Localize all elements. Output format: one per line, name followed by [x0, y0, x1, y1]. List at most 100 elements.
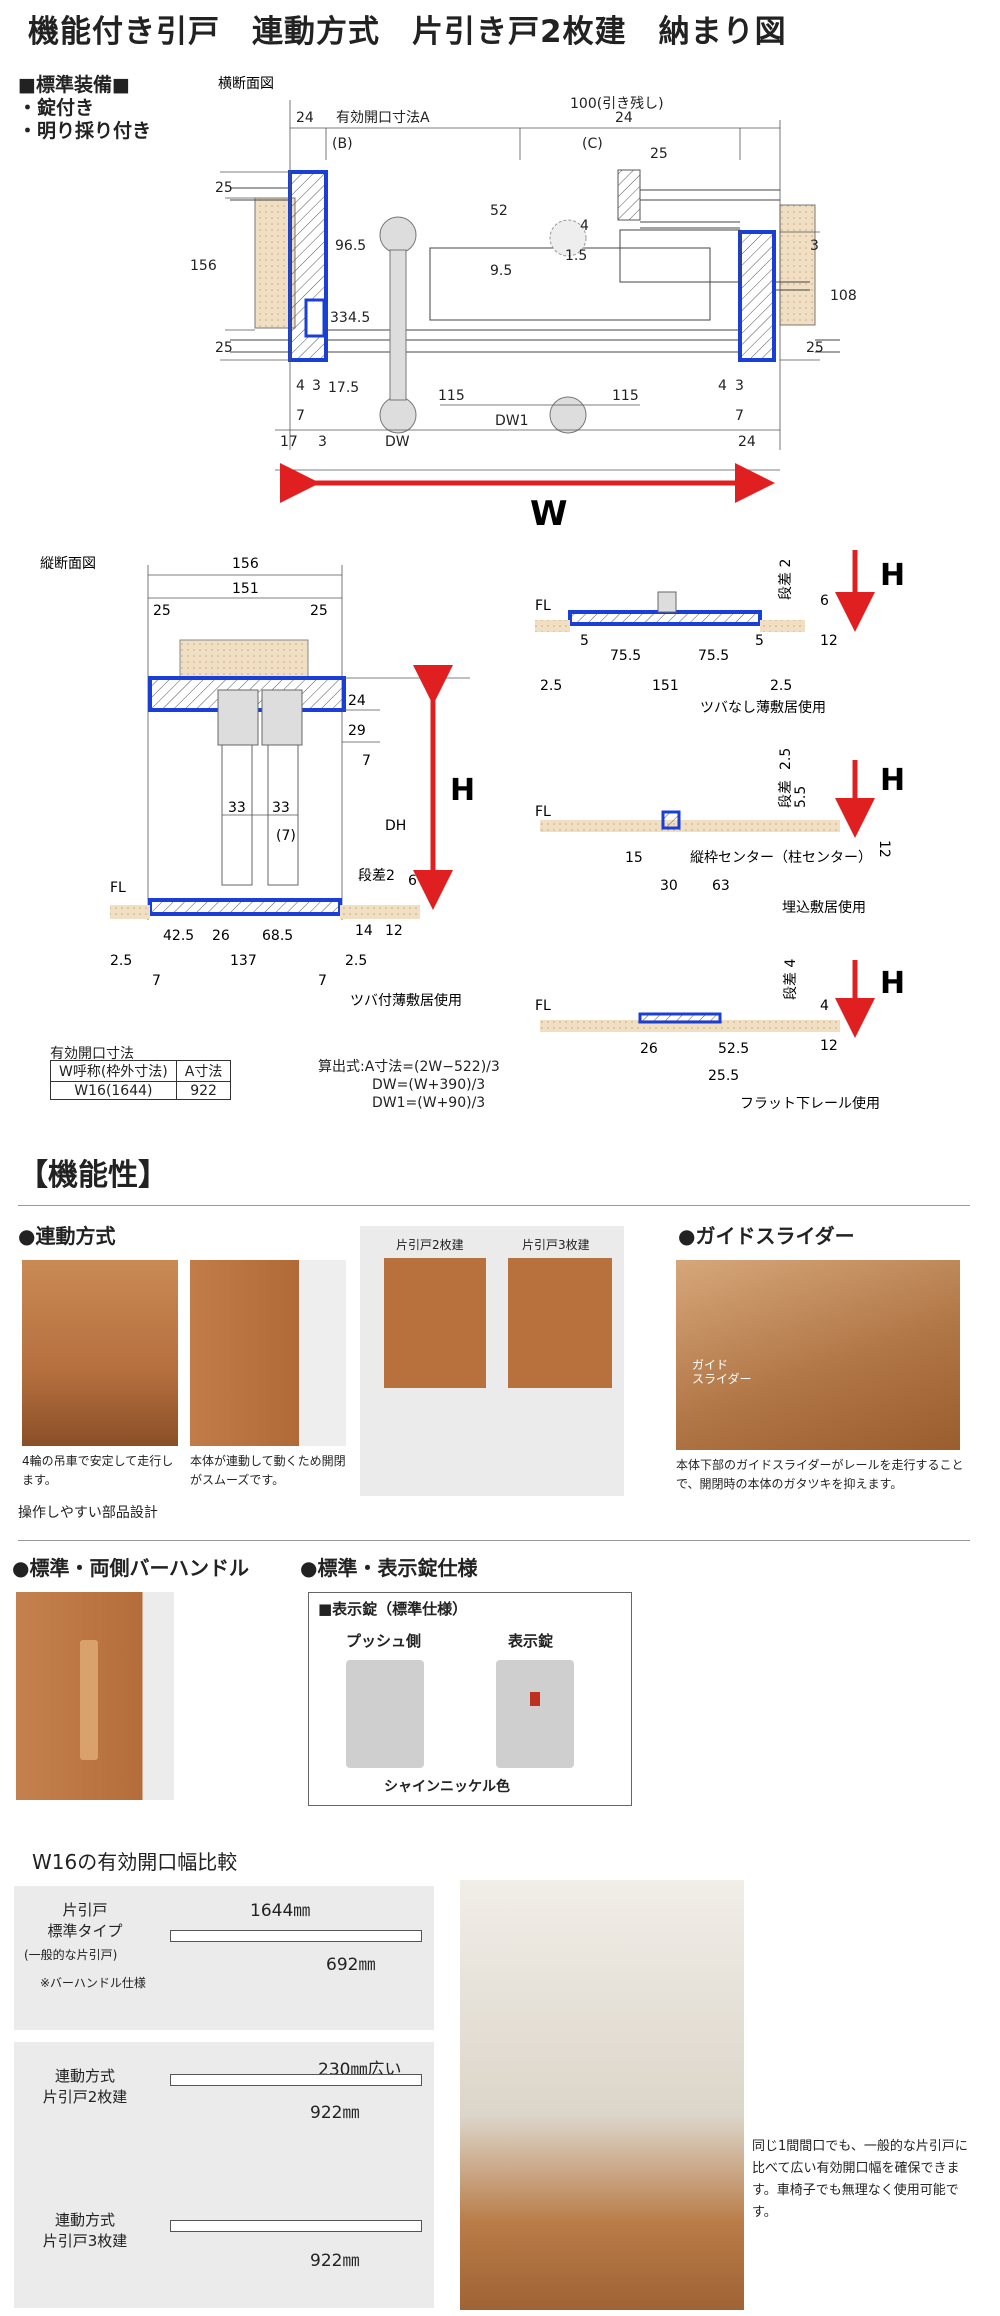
sill1-frame — [568, 610, 762, 626]
dim: 52 — [490, 203, 508, 219]
formula: 算出式:A寸法=(2W−522)/3 DW=(W+390)/3 DW1=(W+9… — [318, 1058, 500, 1112]
height-H: H — [880, 558, 905, 593]
formula-line: DW=(W+390)/3 — [372, 1077, 486, 1093]
dim: 7 — [735, 408, 744, 424]
dim: 156 — [232, 556, 259, 572]
dim: 段差 4 — [783, 959, 799, 1000]
table-cell: 922 — [175, 1081, 232, 1100]
dim: (C) — [582, 136, 603, 152]
dim: 3 — [312, 378, 321, 394]
dim: 33 — [330, 310, 348, 326]
dim: 5 — [755, 633, 764, 649]
caption: ツバ付薄敷居使用 — [350, 992, 462, 1009]
spec-table: W呼称(枠外寸法)A寸法 W16(1644)922 — [50, 1060, 232, 1100]
dim: 2.5 — [345, 953, 367, 969]
panel-label: 片引戸2枚建 — [396, 1238, 464, 1252]
push-plate-image — [346, 1660, 424, 1768]
lock-box — [308, 1592, 632, 1806]
dim: 4 — [580, 218, 589, 234]
dim: 75.5 — [698, 648, 729, 664]
dim: 30 — [660, 878, 678, 894]
page-title: 機能付き引戸 連動方式 片引き戸2枚建 納まり図 — [28, 14, 787, 50]
fl-label: FL — [535, 998, 551, 1014]
dim: 75.5 — [610, 648, 641, 664]
dim: 2.5 — [540, 678, 562, 694]
photo-wheelchair — [460, 1880, 744, 2310]
dim: 115 — [438, 388, 465, 404]
frame-right — [738, 230, 776, 362]
dim: 有効開口寸法A — [336, 110, 430, 126]
door-2panel-image — [384, 1258, 486, 1388]
dim: 7 — [152, 973, 161, 989]
dim: 96.5 — [335, 238, 366, 254]
dim: 24 — [348, 693, 366, 709]
compare-caption: 同じ1間間口でも、一般的な片引戸に比べて広い有効開口幅を確保できます。車椅子でも… — [752, 2139, 968, 2220]
dim: 14 — [355, 923, 373, 939]
linked-title: ●連動方式 — [18, 1224, 116, 1248]
dim: 33 — [272, 800, 290, 816]
jamb-c — [617, 169, 641, 221]
dim: 137 — [230, 953, 257, 969]
bar-handle-icon — [80, 1640, 98, 1760]
panel-label: 片引戸3枚建 — [522, 1238, 590, 1252]
formula-line: DW1=(W+90)/3 — [372, 1095, 486, 1111]
dim: 25 — [215, 180, 233, 196]
caption: フラット下レール使用 — [740, 1095, 880, 1112]
dim: 151 — [652, 678, 679, 694]
caption: 本体が連動して動くため開閉がスムーズです。 — [190, 1454, 346, 1487]
dim: 108 — [830, 288, 857, 304]
guide-label: ガイド スライダー — [692, 1358, 752, 1386]
dim: 2.5 — [770, 678, 792, 694]
compare-panel-1 — [14, 1886, 434, 2030]
push-label: プッシュ側 — [346, 1632, 422, 1650]
dim: 100(引き残し) — [570, 96, 664, 112]
features-heading: 【機能性】 — [18, 1158, 168, 1193]
compare-panel-2 — [14, 2042, 434, 2308]
equipment-item: ・錠付き — [18, 97, 95, 119]
dim: 68.5 — [262, 928, 293, 944]
dim: 25 — [806, 340, 824, 356]
row1-note: ※バーハンドル仕様 — [40, 1976, 146, 1990]
photo-linked-door-2 — [190, 1260, 346, 1446]
dim: (B) — [332, 136, 353, 152]
dim: 17.5 — [328, 380, 359, 396]
dim: 52.5 — [718, 1041, 749, 1057]
row1-name: 片引戸 標準タイプ — [47, 1901, 123, 1940]
lock-title: ●標準・表示錠仕様 — [300, 1556, 478, 1580]
dim: 9.5 — [490, 263, 512, 279]
plan-label: 横断面図 — [218, 76, 274, 92]
row3-name: 連動方式 片引戸3枚建 — [42, 2211, 128, 2250]
height-H: H — [450, 773, 475, 808]
row3-open: 922㎜ — [310, 2251, 360, 2271]
color-label: シャインニッケル色 — [384, 1779, 510, 1795]
dim: 151 — [232, 581, 259, 597]
caption: 本体下部のガイドスライダーがレールを走行することで、開閉時の本体のガタツキを抑え… — [676, 1458, 964, 1491]
fl-label: FL — [110, 880, 126, 896]
dim: 4 — [820, 998, 829, 1014]
table-header: W呼称(枠外寸法) — [50, 1060, 177, 1082]
row1-open: 692㎜ — [326, 1955, 376, 1975]
dim: 12 — [385, 923, 403, 939]
dim: 4 — [718, 378, 727, 394]
fl-label: FL — [535, 804, 551, 820]
dim: 24 — [296, 110, 314, 126]
dim: 2.5 — [110, 953, 132, 969]
dim: 42.5 — [163, 928, 194, 944]
dim: 4.5 — [348, 310, 370, 326]
compare-title: W16の有効開口幅比較 — [32, 1850, 238, 1874]
photo-guide-slider — [676, 1260, 960, 1450]
dim: 156 — [190, 258, 217, 274]
dim: 6 — [820, 593, 829, 609]
dim: 3 — [735, 378, 744, 394]
dim: 7 — [318, 973, 327, 989]
dim: 段差 — [778, 780, 794, 808]
door-3panel-image — [508, 1258, 612, 1388]
dim: 7 — [362, 753, 371, 769]
caption: 4輪の吊車で安定して走行します。 — [22, 1454, 174, 1487]
indicator-plate-image — [496, 1660, 574, 1768]
dim: 25 — [650, 146, 668, 162]
height-H: H — [880, 763, 905, 798]
row3-door-graphic — [170, 2220, 422, 2232]
indicator-window-icon — [530, 1692, 540, 1706]
row2-door-graphic — [170, 2074, 422, 2086]
